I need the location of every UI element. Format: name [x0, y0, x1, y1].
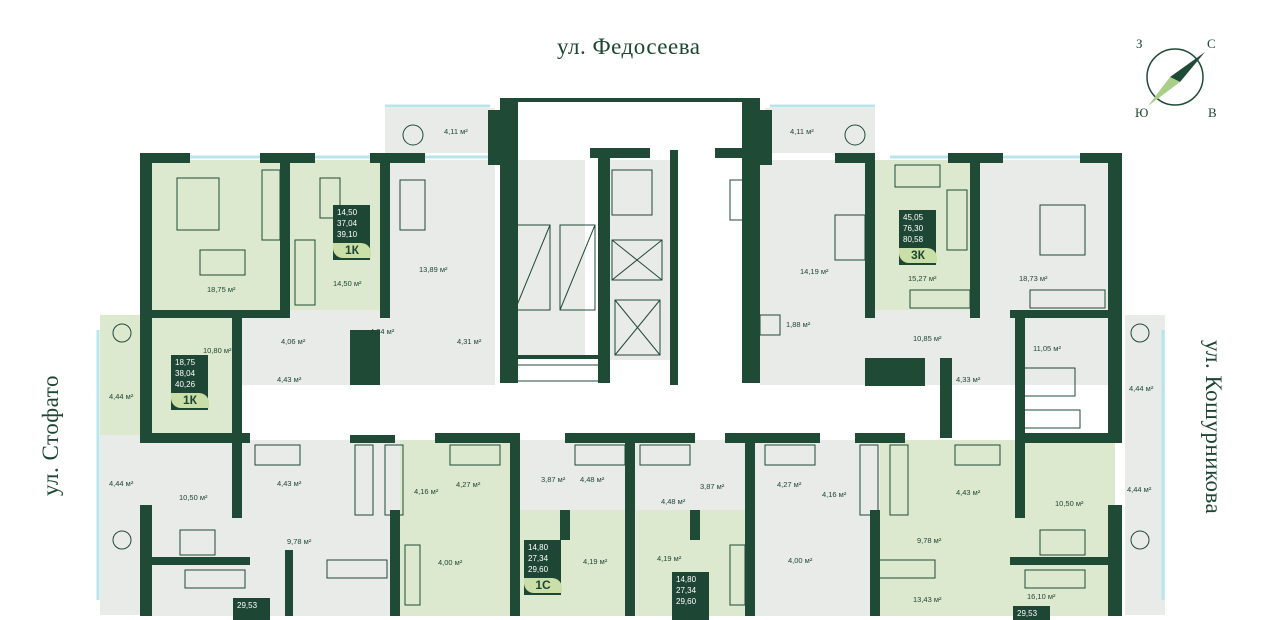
room-area: 4,11 м²: [444, 127, 468, 136]
room-area: 18,75 м²: [207, 285, 236, 294]
room-area: 4,00 м²: [438, 558, 463, 567]
living-area: 14,80: [528, 543, 549, 552]
room-area: 4,16 м²: [414, 487, 439, 496]
total-area: 38,04: [175, 369, 196, 378]
room-area: 3,87 м²: [541, 475, 566, 484]
living-area: 29,53: [237, 601, 258, 610]
compass-south: Ю: [1135, 105, 1149, 120]
total-area-balcony: 29,60: [676, 597, 697, 606]
apartment-badge-1k-left[interactable]: 18,75 38,04 40,26 1К: [171, 355, 209, 410]
apartment-type: 1К: [171, 393, 209, 408]
room-area: 15,27 м²: [908, 274, 937, 283]
room-area: 4,00 м²: [788, 556, 813, 565]
room-area: 4,34 м²: [370, 327, 395, 336]
street-label-right: ул. Кошурникова: [1201, 340, 1226, 515]
highlighted-apartments: [100, 160, 1115, 616]
total-area: 76,30: [903, 224, 924, 233]
room-area: 4,44 м²: [1127, 485, 1152, 494]
windows: [96, 104, 1165, 600]
apartment-badge-bottom-left[interactable]: 29,53: [233, 598, 270, 620]
room-area: 4,27 м²: [456, 480, 481, 489]
total-area-balcony: 40,26: [175, 380, 196, 389]
apartment-type: 1С: [524, 578, 562, 593]
room-area: 14,50 м²: [333, 279, 362, 288]
total-area-balcony: 80,58: [903, 235, 924, 244]
total-area-balcony: 39,10: [337, 230, 358, 239]
street-label-left: ул. Стофато: [38, 374, 63, 496]
apartment-type: 3К: [899, 248, 937, 263]
total-area-balcony: 29,60: [528, 565, 549, 574]
room-area: 10,80 м²: [203, 346, 232, 355]
living-area: 45,05: [903, 213, 924, 222]
room-area: 9,78 м²: [917, 536, 942, 545]
room-area: 4,43 м²: [277, 375, 302, 384]
apartment-type: 1К: [333, 243, 371, 258]
apartment-badge-3k[interactable]: 45,05 76,30 80,58 3К: [899, 210, 937, 265]
total-area: 37,04: [337, 219, 358, 228]
room-area: 16,10 м²: [1027, 592, 1056, 601]
room-area: 4,31 м²: [457, 337, 482, 346]
room-area: 4,44 м²: [109, 479, 134, 488]
room-area: 4,19 м²: [583, 557, 608, 566]
living-area: 29,53: [1017, 609, 1038, 618]
apartment-badge-bottom-right[interactable]: 29,53: [1013, 606, 1050, 620]
apartment-badge-1k-top[interactable]: 14,50 37,04 39,10 1К: [333, 205, 371, 260]
room-area: 4,11 м²: [790, 127, 814, 136]
apartment-badge-1c[interactable]: 14,80 27,34 29,60 1С: [524, 540, 562, 595]
street-label-top: ул. Федосеева: [557, 34, 701, 59]
living-area: 18,75: [175, 358, 196, 367]
room-area: 10,50 м²: [1055, 499, 1084, 508]
living-area: 14,80: [676, 575, 697, 584]
furniture: [112, 124, 1150, 606]
staircase: [511, 169, 753, 382]
room-area: 3,87 м²: [700, 482, 725, 491]
living-area: 14,50: [337, 208, 358, 217]
apartment-badge-studio-b[interactable]: 14,80 27,34 29,60: [672, 572, 709, 620]
room-area: 4,43 м²: [956, 488, 981, 497]
room-area: 18,73 м²: [1019, 274, 1048, 283]
room-area: 13,43 м²: [913, 595, 942, 604]
room-area: 4,44 м²: [109, 392, 134, 401]
room-area: 4,43 м²: [277, 479, 302, 488]
room-area: 9,78 м²: [287, 537, 312, 546]
room-area: 4,44 м²: [1129, 384, 1154, 393]
room-area: 13,89 м²: [419, 265, 448, 274]
total-area: 27,34: [528, 554, 549, 563]
room-area: 1,88 м²: [786, 320, 811, 329]
compass-north: С: [1207, 36, 1216, 51]
wardrobes: [184, 169, 1106, 589]
room-area: 14,19 м²: [800, 267, 829, 276]
room-area: 4,16 м²: [822, 490, 847, 499]
room-area: 10,50 м²: [179, 493, 208, 502]
room-area: 4,19 м²: [657, 554, 682, 563]
room-area: 11,05 м²: [1033, 344, 1061, 353]
room-area: 4,33 м²: [956, 375, 981, 384]
room-area: 4,48 м²: [580, 475, 605, 484]
room-area: 4,27 м²: [777, 480, 802, 489]
total-area: 27,34: [676, 586, 697, 595]
room-area: 4,48 м²: [661, 497, 686, 506]
room-area: 10,85 м²: [913, 334, 942, 343]
compass-rose: [1146, 48, 1205, 106]
compass-west: З: [1136, 36, 1143, 51]
room-area: 4,06 м²: [281, 337, 306, 346]
compass-east: В: [1208, 105, 1217, 120]
